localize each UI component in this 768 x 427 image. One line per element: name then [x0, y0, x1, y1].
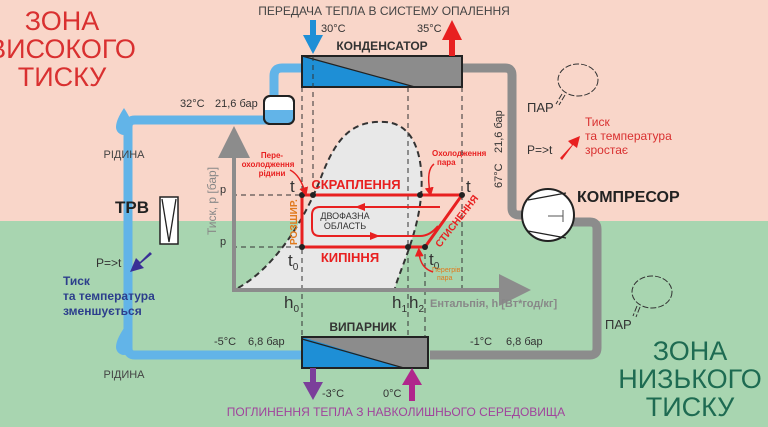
increase-note: Тиск та температура зростає — [585, 115, 672, 157]
t-low-right: t0 — [429, 250, 440, 272]
liquid-label-top: РІДИНА — [103, 149, 145, 161]
x-axis-label: Ентальпія, h [Вт*год/кг] — [430, 298, 558, 310]
water-return-arrow — [442, 20, 462, 56]
expansion-label: РОЗШИР. — [289, 199, 300, 245]
high-pressure-zone-title: ЗОНА ВИСОКОГО ТИСКУ — [0, 6, 136, 92]
superheating-label: Перегрів пара — [432, 266, 461, 282]
source-out-arrow — [303, 368, 323, 400]
state-points — [299, 192, 465, 250]
compressor-out-pressure: 21,6 бар — [493, 110, 505, 153]
two-phase-label: ДВОФАЗНА ОБЛАСТЬ — [320, 211, 369, 231]
compressor-out-temp: 67°C — [493, 163, 505, 188]
superheating-pointer — [414, 247, 434, 273]
subcooling-pointer — [289, 169, 309, 197]
svg-text:ОБЛАСТЬ: ОБЛАСТЬ — [324, 221, 366, 231]
source-in-temp: 0°C — [383, 388, 402, 400]
decrease-arrow-icon — [130, 252, 152, 272]
low-pressure-zone-title: ЗОНА НИЗЬКОГО ТИСКУ — [618, 336, 761, 422]
source-out-temp: -3°C — [322, 388, 344, 400]
p-high-label: p — [220, 184, 226, 196]
svg-text:Пере-: Пере- — [261, 151, 284, 160]
vapor-label-top: ПАР — [527, 100, 554, 115]
vapor-line-pipe — [430, 63, 602, 360]
water-supply-arrow — [303, 20, 323, 54]
svg-text:рідини: рідини — [259, 169, 286, 178]
svg-text:ДВОФАЗНА: ДВОФАЗНА — [320, 211, 369, 221]
heat-absorb-caption: ПОГЛИНЕННЯ ТЕПЛА З НАВКОЛИШНЬОГО СЕРЕДОВ… — [227, 405, 565, 419]
liquid-label-bottom: РІДИНА — [103, 369, 145, 381]
y-axis-label: Тиск, p [бар] — [205, 167, 219, 235]
note-line: та температура — [63, 289, 155, 303]
compressor-label: КОМПРЕСОР — [577, 189, 680, 206]
note-line: зменшується — [63, 304, 142, 318]
expansion-valve-label: ТРВ — [115, 198, 149, 217]
zone-title-line: ВИСОКОГО — [0, 34, 136, 64]
increase-formula: P=>t — [527, 143, 553, 157]
condenser-label: КОНДЕНСАТОР — [336, 39, 427, 53]
vapor-cloud-icon — [631, 275, 673, 318]
condenser-out-pressure: 21,6 бар — [215, 98, 258, 110]
desuperheating-label: Охолодження пара — [432, 149, 487, 167]
expansion-valve — [159, 196, 179, 245]
compressor — [521, 188, 575, 242]
note-line: Тиск — [63, 274, 91, 288]
svg-text:пара: пара — [437, 158, 456, 167]
t-high-left: t — [290, 177, 295, 196]
svg-text:пара: пара — [437, 275, 453, 282]
t-low-left: t0 — [288, 251, 299, 273]
zone-title-line: ЗОНА — [653, 336, 728, 366]
evaporator-in-temp: -5°C — [214, 336, 236, 348]
note-line: та температура — [585, 129, 672, 143]
evaporator-out-pressure: 6,8 бар — [506, 336, 543, 348]
p-low-label: p — [220, 236, 226, 248]
liquid-drop-icon — [116, 328, 132, 355]
h0-label: h0 — [284, 293, 299, 315]
h1-label: h1 — [392, 293, 407, 315]
zone-title-line: НИЗЬКОГО — [618, 364, 761, 394]
h2-label: h2 — [409, 293, 424, 315]
svg-text:Охолодження: Охолодження — [432, 149, 487, 158]
cycle-arrowhead — [370, 232, 380, 240]
desuperheating-pointer — [424, 163, 435, 197]
evaporator-label: ВИПАРНИК — [329, 320, 397, 334]
liquid-drop-icon — [116, 108, 132, 135]
boiling-label: КИПІННЯ — [321, 250, 379, 265]
note-line: Тиск — [585, 115, 611, 129]
zone-title-line: ТИСКУ — [646, 392, 735, 422]
svg-text:охолодження: охолодження — [242, 160, 295, 169]
condenser-out-temp: 32°C — [180, 98, 205, 110]
decrease-note: Тиск та температура зменшується — [63, 274, 155, 318]
evaporator-in-pressure: 6,8 бар — [248, 336, 285, 348]
zone-title-line: ЗОНА — [25, 6, 100, 36]
condensation-label: СКРАПЛЕННЯ — [311, 177, 400, 192]
water-in-temp: 30°C — [321, 23, 346, 35]
cycle-arrowhead — [355, 203, 365, 211]
liquid-line-pipe — [123, 63, 302, 360]
source-in-arrow — [402, 368, 422, 401]
zone-title-line: ТИСКУ — [18, 62, 107, 92]
evaporator — [301, 336, 429, 369]
condenser — [301, 55, 463, 88]
heat-transfer-caption: ПЕРЕДАЧА ТЕПЛА В СИСТЕМУ ОПАЛЕННЯ — [258, 4, 510, 18]
decrease-formula: P=>t — [96, 256, 122, 270]
ph-diagram: Тиск, p [бар] Ентальпія, h [Вт*год/кг] p… — [205, 56, 558, 337]
t-high-right: t — [466, 177, 471, 196]
evaporator-out-temp: -1°C — [470, 336, 492, 348]
svg-text:Перегрів: Перегрів — [432, 266, 461, 274]
note-line: зростає — [585, 143, 628, 157]
vapor-label-bottom: ПАР — [605, 317, 632, 332]
cycle-flow-arrow — [311, 206, 440, 237]
water-out-temp: 35°C — [417, 23, 442, 35]
saturation-curve — [237, 120, 423, 289]
increase-arrow-icon — [560, 136, 580, 160]
vapor-cloud-icon — [555, 63, 599, 106]
subcooling-label: Пере- охолодження рідини — [242, 151, 295, 178]
liquid-receiver — [263, 95, 295, 125]
